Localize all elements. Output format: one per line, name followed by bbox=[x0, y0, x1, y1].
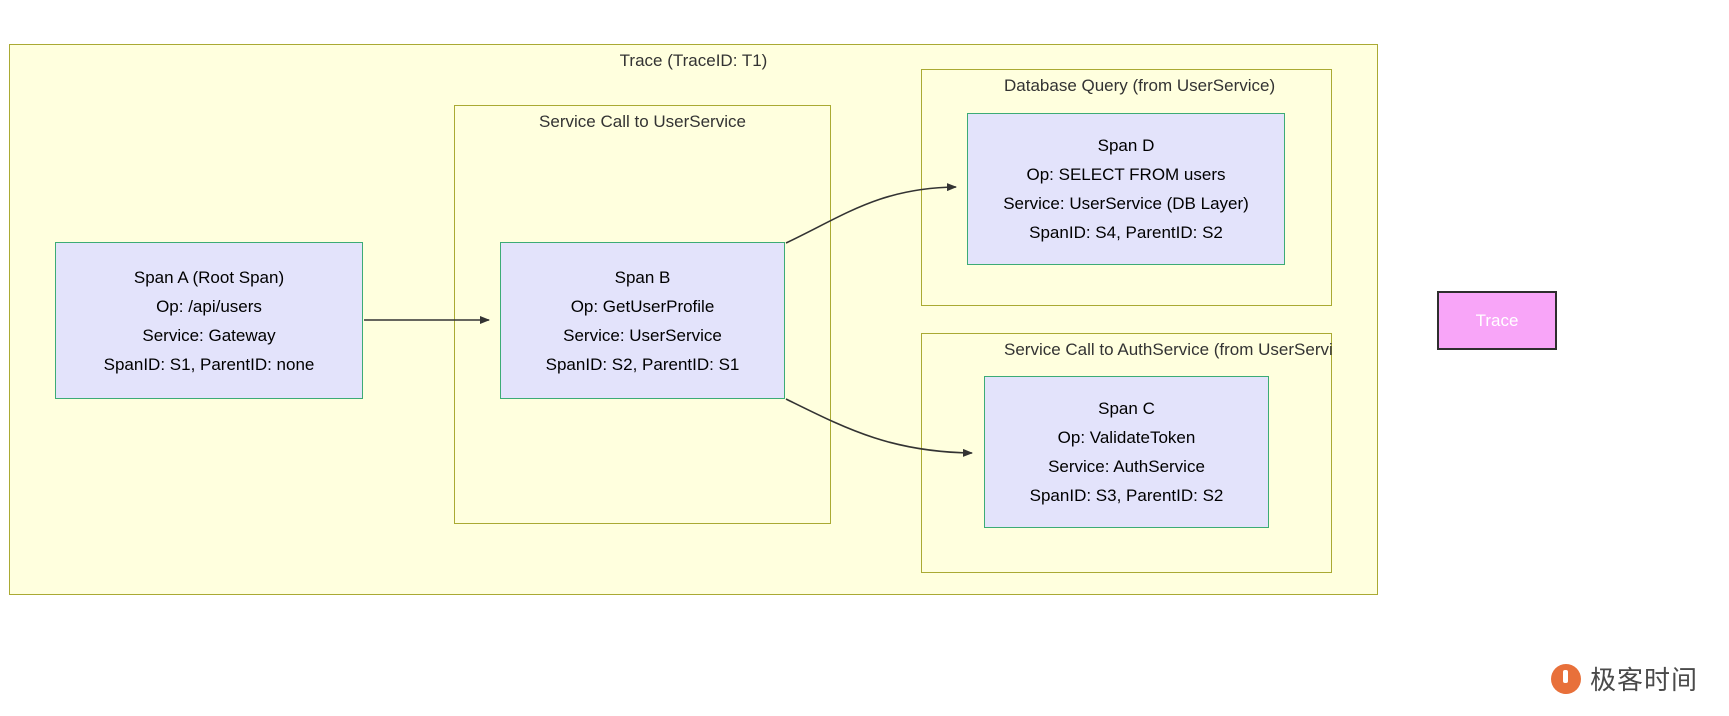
watermark-text: 极客时间 bbox=[1590, 665, 1699, 695]
node-span-d[interactable]: Span D Op: SELECT FROM users Service: Us… bbox=[967, 113, 1285, 265]
cluster-service-call-authservice-label: Service Call to AuthService (from UserSe… bbox=[1004, 340, 1333, 359]
node-span-b[interactable]: Span B Op: GetUserProfile Service: UserS… bbox=[500, 242, 785, 399]
span-d-ids: SpanID: S4, ParentID: S2 bbox=[1029, 223, 1223, 242]
span-b-op: Op: GetUserProfile bbox=[570, 296, 715, 316]
watermark: 极客时间 bbox=[1551, 660, 1698, 697]
span-b-title: Span B bbox=[614, 267, 671, 287]
cluster-database-query-label: Database Query (from UserService) bbox=[1004, 76, 1276, 95]
span-c-title: Span C bbox=[1098, 399, 1155, 418]
cluster-trace-label: Trace (TraceID: T1) bbox=[619, 51, 768, 70]
span-d-service: Service: UserService (DB Layer) bbox=[1003, 194, 1249, 213]
span-b-service: Service: UserService bbox=[563, 325, 722, 345]
node-span-c[interactable]: Span C Op: ValidateToken Service: AuthSe… bbox=[984, 376, 1269, 528]
geekbang-logo-icon bbox=[1551, 663, 1581, 694]
span-a-op: Op: /api/users bbox=[156, 296, 262, 316]
legend-trace-label: Trace bbox=[1475, 310, 1519, 330]
span-c-service: Service: AuthService bbox=[1048, 457, 1205, 476]
span-b-ids: SpanID: S2, ParentID: S1 bbox=[545, 354, 740, 374]
cluster-service-call-userservice-label: Service Call to UserService bbox=[539, 112, 746, 131]
legend-trace-key: Trace bbox=[1437, 291, 1557, 350]
span-c-op: Op: ValidateToken bbox=[1057, 428, 1196, 447]
span-a-title: Span A (Root Span) bbox=[133, 267, 285, 287]
span-a-ids: SpanID: S1, ParentID: none bbox=[103, 354, 315, 374]
node-span-a[interactable]: Span A (Root Span) Op: /api/users Servic… bbox=[55, 242, 363, 399]
span-a-service: Service: Gateway bbox=[142, 325, 276, 345]
span-d-op: Op: SELECT FROM users bbox=[1026, 165, 1226, 184]
span-c-ids: SpanID: S3, ParentID: S2 bbox=[1029, 486, 1224, 505]
span-d-title: Span D bbox=[1097, 136, 1155, 155]
